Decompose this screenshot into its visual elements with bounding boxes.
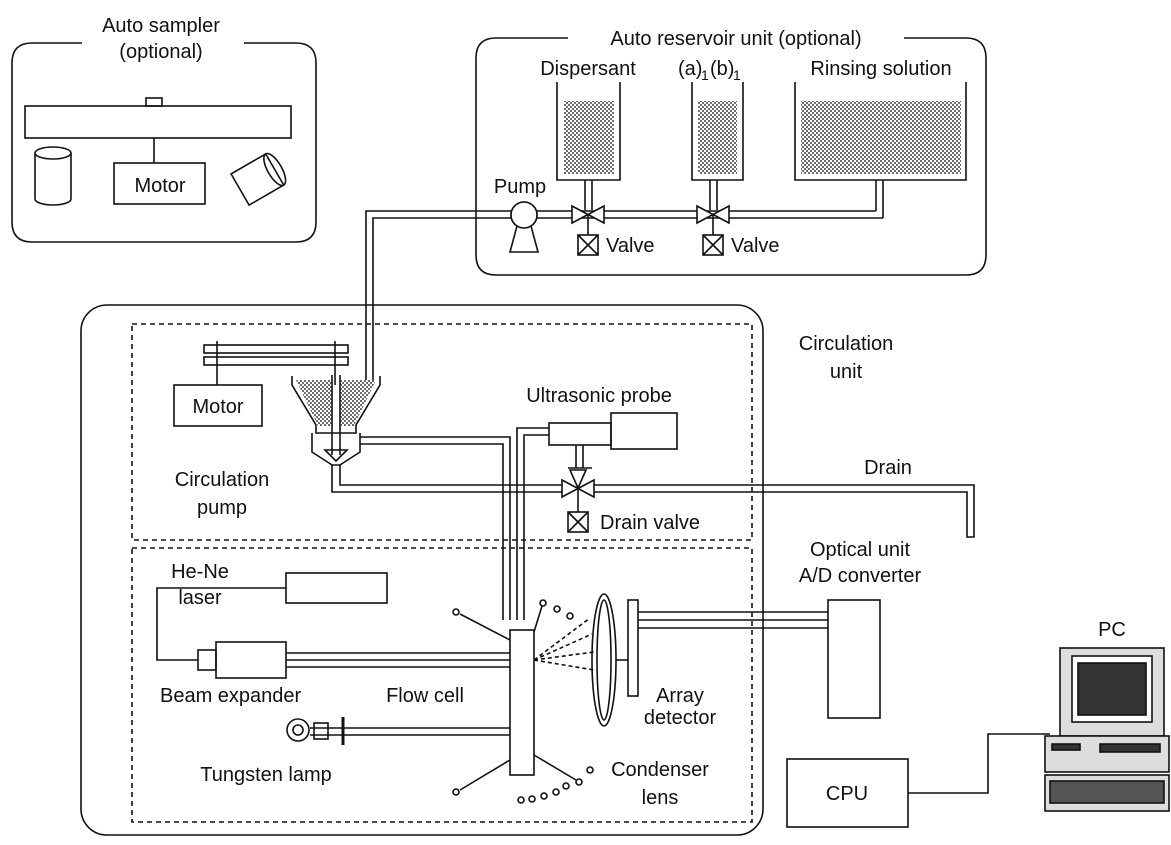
drain-valve-icon (561, 469, 595, 533)
drain-valve-label: Drain valve (600, 512, 700, 534)
pump-label: Pump (494, 176, 546, 198)
condenser-lens-label-1: Condenser (611, 759, 709, 781)
auto-sampler-unit (11, 42, 317, 243)
circulation-motor-label: Motor (192, 396, 243, 418)
instrument-enclosure (80, 304, 764, 836)
tungsten-lamp-label: Tungsten lamp (200, 764, 332, 786)
sampler-motor-box (113, 162, 206, 205)
optical-unit-title-1: Optical unit (810, 539, 910, 561)
array-detector-label-1: Array (656, 685, 704, 707)
rinsing-solution-label: Rinsing solution (810, 58, 951, 80)
flow-cell-label: Flow cell (386, 685, 464, 707)
return-pipe (331, 465, 562, 493)
valve-2-label: Valve (731, 235, 780, 257)
flow-cell (509, 629, 535, 776)
reservoir-title: Auto reservoir unit (optional) (610, 28, 861, 50)
sampler-arm-head (145, 97, 163, 107)
circulation-unit-boundary (131, 323, 753, 541)
drain-pipe (594, 484, 975, 538)
scattered-light (533, 617, 595, 671)
dispersant-label: Dispersant (540, 58, 636, 80)
auto-reservoir-unit (475, 37, 987, 276)
optical-unit-boundary (131, 547, 753, 823)
circulation-pipe-out (360, 436, 511, 620)
auto-sampler-title-2: (optional) (119, 41, 202, 63)
circulation-pump-housing (311, 433, 361, 466)
rinsing-solution-tank (794, 82, 967, 181)
condenser-lens-rays (452, 599, 594, 804)
optical-unit-title-2: A/D converter (799, 565, 922, 587)
reservoir-valve-1-icon (571, 204, 605, 256)
sample-cup-icon (34, 146, 72, 206)
valve-1-label: Valve (606, 235, 655, 257)
cpu-label: CPU (826, 783, 868, 805)
tank2-label-a: (a) (678, 58, 702, 80)
tilted-sample-bottle-icon (229, 152, 287, 207)
cpu-pc-cable (908, 733, 1050, 794)
laser-line (156, 587, 286, 661)
ultrasonic-probe (516, 412, 678, 620)
feed-pipe (365, 210, 511, 380)
beam-expander (197, 641, 287, 679)
beam-expander-label: Beam expander (160, 685, 302, 707)
circulation-unit-title-2: unit (830, 361, 863, 383)
sampler-motor-label: Motor (134, 175, 185, 197)
pc-label: PC (1098, 619, 1126, 641)
circulation-pump-label-1: Circulation (175, 469, 269, 491)
dispersant-tank (556, 82, 621, 181)
auto-sampler-title-1: Auto sampler (102, 15, 220, 37)
circulation-motor-drive (173, 341, 349, 427)
pc-icon (1044, 647, 1170, 812)
tank2-label-sub1: 1 (701, 67, 709, 83)
he-ne-laser (285, 572, 388, 604)
laser-label-2: laser (178, 587, 222, 609)
ad-converter-box (827, 599, 881, 719)
circulation-unit-title-1: Circulation (799, 333, 893, 355)
tank2-label-b: (b) (710, 58, 734, 80)
tungsten-lamp-icon (286, 717, 510, 745)
array-detector-label-2: detector (644, 707, 717, 729)
reservoir-pump-icon (508, 201, 540, 253)
circulation-pump-label-2: pump (197, 497, 247, 519)
sample-hopper (291, 375, 381, 455)
sampler-turntable (24, 105, 292, 139)
drain-label: Drain (864, 457, 912, 479)
array-detector (591, 593, 828, 727)
ultrasonic-probe-label: Ultrasonic probe (526, 385, 672, 407)
condenser-lens-label-2: lens (642, 787, 679, 809)
reservoir-valve-2-icon (696, 204, 730, 256)
tank2-label-sub2: 1 (733, 67, 741, 83)
laser-label-1: He-Ne (171, 561, 229, 583)
